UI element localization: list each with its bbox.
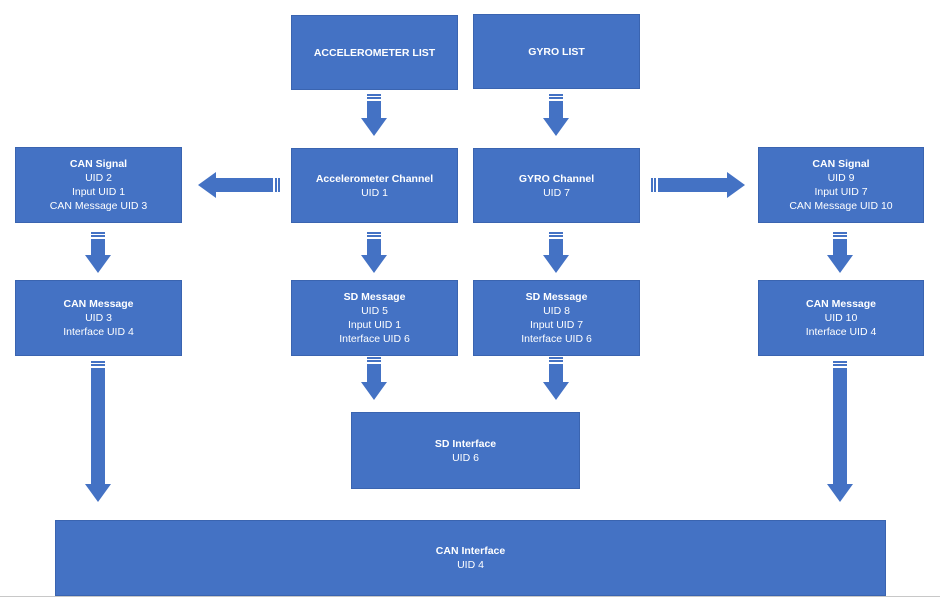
arrow-body xyxy=(827,368,853,502)
node-title: CAN Message xyxy=(805,298,877,310)
node-line: Input UID 7 xyxy=(529,319,584,331)
node-line: Interface UID 6 xyxy=(521,333,592,345)
arrow-tail-stripe xyxy=(549,357,563,359)
arrow-tail-stripe xyxy=(549,235,563,237)
node-title: GYRO Channel xyxy=(518,172,595,185)
node-line: Interface UID 6 xyxy=(339,333,410,345)
arrow-tail-stripe xyxy=(278,178,280,192)
node-line: UID 4 xyxy=(457,559,484,571)
arrow-tail-stripe xyxy=(91,235,105,237)
node-line: UID 1 xyxy=(361,186,388,199)
node-can-message-right: CAN Message UID 10 Interface UID 4 xyxy=(758,280,924,356)
node-line: UID 10 xyxy=(824,312,858,324)
node-gyro-list: GYRO LIST xyxy=(473,14,640,89)
node-title: CAN Signal xyxy=(812,158,870,170)
arrow-body xyxy=(198,172,273,198)
arrow-tail-stripe xyxy=(833,361,847,363)
arrow-tail-stripe xyxy=(654,178,656,192)
node-line: UID 5 xyxy=(361,305,388,317)
arrow-tail-stripe xyxy=(549,94,563,96)
arrow-body xyxy=(827,239,853,273)
node-title: SD Interface xyxy=(434,437,497,450)
node-title: SD Message xyxy=(525,291,588,303)
node-line: Input UID 1 xyxy=(71,186,126,198)
node-line: Input UID 7 xyxy=(814,186,868,198)
arrow-tail-stripe xyxy=(549,97,563,99)
arrow-tail-stripe xyxy=(91,232,105,234)
arrow-can-message-right-to-can-interface xyxy=(827,361,853,502)
node-line: UID 8 xyxy=(543,305,570,317)
node-line: UID 7 xyxy=(543,186,570,199)
arrow-can-message-left-to-can-interface xyxy=(85,361,111,502)
node-line: Interface UID 4 xyxy=(805,326,877,338)
arrow-tail-stripe xyxy=(275,178,277,192)
arrow-tail-stripe xyxy=(367,97,381,99)
arrow-tail-stripe xyxy=(833,364,847,366)
node-can-signal-right: CAN Signal UID 9 Input UID 7 CAN Message… xyxy=(758,147,924,223)
node-can-message-left: CAN Message UID 3 Interface UID 4 xyxy=(15,280,182,356)
node-line: UID 6 xyxy=(452,451,479,464)
node-sd-message-right: SD Message UID 8 Input UID 7 Interface U… xyxy=(473,280,640,356)
node-line: CAN Message UID 3 xyxy=(49,200,148,212)
arrow-body xyxy=(85,239,111,273)
arrow-can-signal-left-to-can-message-left xyxy=(85,232,111,273)
arrow-tail-stripe xyxy=(651,178,653,192)
node-sd-message-left: SD Message UID 5 Input UID 1 Interface U… xyxy=(291,280,458,356)
arrow-tail-stripe xyxy=(833,235,847,237)
arrow-tail-stripe xyxy=(367,357,381,359)
node-accelerometer-list: ACCELEROMETER LIST xyxy=(291,15,458,90)
arrow-tail-stripe xyxy=(367,235,381,237)
arrow-tail-stripe xyxy=(549,360,563,362)
node-line: UID 3 xyxy=(85,312,112,324)
node-gyro-channel: GYRO Channel UID 7 xyxy=(473,148,640,223)
node-can-signal-left: CAN Signal UID 2 Input UID 1 CAN Message… xyxy=(15,147,182,223)
arrow-tail-stripe xyxy=(549,232,563,234)
arrow-accel-channel-to-sd-message-left xyxy=(361,232,387,273)
node-accelerometer-channel: Accelerometer Channel UID 1 xyxy=(291,148,458,223)
node-line: UID 2 xyxy=(85,172,112,184)
node-can-interface: CAN Interface UID 4 xyxy=(55,520,886,596)
arrow-accel-list-to-accel-channel xyxy=(361,94,387,136)
arrow-sd-message-left-to-sd-interface xyxy=(361,357,387,400)
bottom-divider xyxy=(0,596,940,597)
arrow-tail-stripe xyxy=(367,360,381,362)
arrow-body xyxy=(658,172,745,198)
arrow-can-signal-right-to-can-message-right xyxy=(827,232,853,273)
node-line: Interface UID 4 xyxy=(63,326,134,338)
arrow-body xyxy=(361,239,387,273)
arrow-gyro-channel-to-can-signal-right xyxy=(651,172,745,198)
node-sd-interface: SD Interface UID 6 xyxy=(351,412,580,489)
arrow-gyro-channel-to-sd-message-right xyxy=(543,232,569,273)
node-title: SD Message xyxy=(343,291,406,303)
arrow-tail-stripe xyxy=(367,232,381,234)
node-line: UID 9 xyxy=(827,172,855,184)
node-line: CAN Message UID 10 xyxy=(789,200,893,212)
node-title: GYRO LIST xyxy=(528,45,585,58)
arrow-tail-stripe xyxy=(91,361,105,363)
node-title: ACCELEROMETER LIST xyxy=(313,46,436,59)
arrow-body xyxy=(543,364,569,400)
arrow-body xyxy=(85,368,111,502)
node-title: CAN Interface xyxy=(435,545,506,557)
arrow-accel-channel-to-can-signal-left xyxy=(198,172,280,198)
arrow-body xyxy=(543,101,569,136)
arrow-body xyxy=(361,101,387,136)
arrow-body xyxy=(361,364,387,400)
arrow-sd-message-right-to-sd-interface xyxy=(543,357,569,400)
node-title: CAN Signal xyxy=(69,158,128,170)
node-title: CAN Message xyxy=(63,298,134,310)
arrow-gyro-list-to-gyro-channel xyxy=(543,94,569,136)
node-title: Accelerometer Channel xyxy=(315,172,434,185)
arrow-tail-stripe xyxy=(367,94,381,96)
arrow-tail-stripe xyxy=(91,364,105,366)
arrow-tail-stripe xyxy=(833,232,847,234)
arrow-body xyxy=(543,239,569,273)
node-line: Input UID 1 xyxy=(347,319,402,331)
